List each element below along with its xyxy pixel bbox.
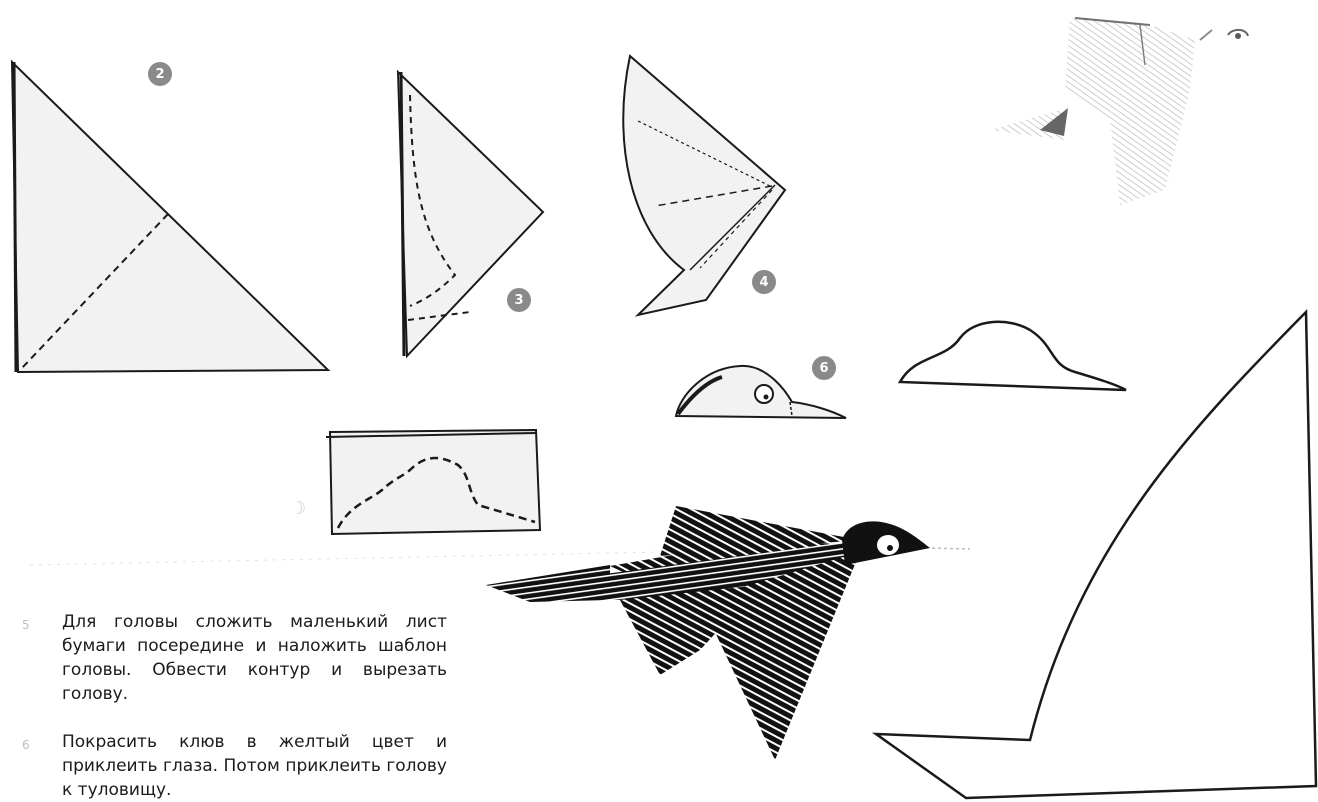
step-badge-2: 2 (148, 62, 172, 86)
head-template-outline (900, 322, 1126, 390)
step-badge-3: 3 (507, 288, 531, 312)
faded-bird-sketch (990, 18, 1248, 205)
step-number-6: 6 (22, 738, 30, 752)
step-5-instruction: Для головы сложить маленький лист бумаги… (62, 610, 447, 706)
svg-text:☽: ☽ (290, 498, 306, 519)
finished-bird-illustration (486, 506, 970, 760)
fold-step-3-diagram (398, 72, 543, 356)
faint-crease-line (30, 552, 660, 565)
fold-step-2-diagram (12, 62, 328, 372)
step-number-5: 5 (22, 618, 30, 632)
fold-step-5-diagram: ☽ (290, 430, 540, 534)
step-6-instruction: Покрасить клюв в желтый цвет и приклеить… (62, 730, 447, 802)
step-badge-4: 4 (752, 270, 776, 294)
step-badge-6: 6 (812, 356, 836, 380)
